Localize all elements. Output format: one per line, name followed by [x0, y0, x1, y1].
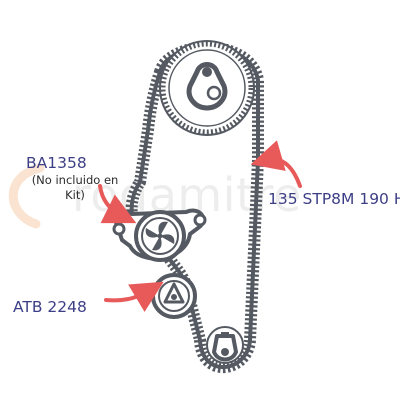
curved-arrow-icon — [250, 140, 302, 188]
idler-code-label: ATB 2248 — [13, 298, 87, 316]
idler-pulley-icon — [151, 273, 197, 319]
tensioner-code-label: BA1358 — [26, 154, 87, 172]
tensioner-note-label: (No incluido en Kit) — [31, 173, 119, 202]
crankshaft-pulley — [206, 326, 244, 364]
camshaft-pulley — [159, 40, 255, 136]
curved-arrow-icon — [98, 184, 137, 224]
curved-arrow-icon — [104, 281, 164, 312]
belt-code-label: 135 STP8M 190 H — [268, 190, 400, 208]
tensioner-pinwheel-icon — [112, 208, 207, 262]
